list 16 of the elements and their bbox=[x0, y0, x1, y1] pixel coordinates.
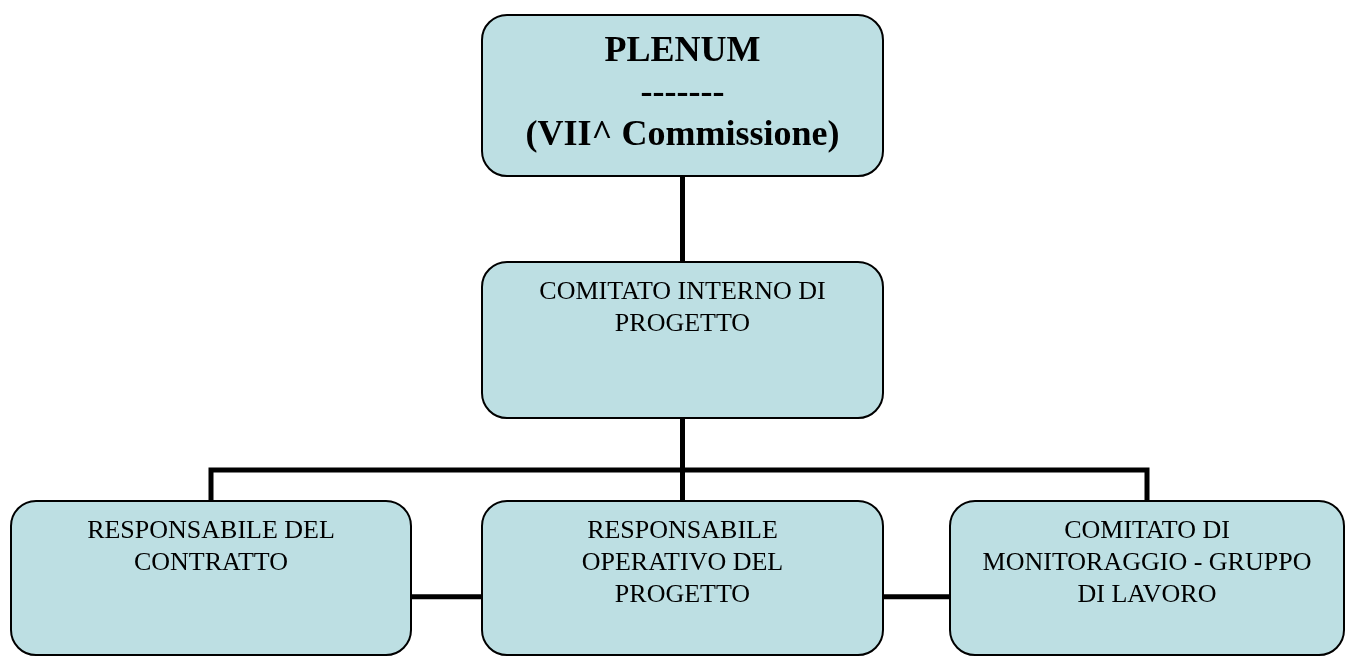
box-heading: ------- bbox=[640, 70, 725, 112]
box-heading: PLENUM bbox=[604, 28, 761, 70]
box-text: COMITATO DI MONITORAGGIO - GRUPPO DI LAVORO bbox=[982, 514, 1312, 610]
org-box bbox=[481, 14, 884, 177]
box-text: RESPONSABILE DEL CONTRATTO bbox=[86, 514, 336, 578]
box-text: RESPONSABILE OPERATIVO DEL PROGETTO bbox=[580, 514, 785, 610]
org-box bbox=[949, 500, 1345, 656]
box-heading: (VII^ Commissione) bbox=[525, 112, 840, 154]
connector-line bbox=[884, 594, 949, 600]
org-box bbox=[10, 500, 412, 656]
connector-line bbox=[680, 177, 685, 261]
org-box bbox=[481, 500, 884, 656]
connector-line bbox=[412, 594, 481, 600]
org-box bbox=[481, 261, 884, 419]
box-text: COMITATO INTERNO DI PROGETTO bbox=[538, 275, 827, 339]
connector-line bbox=[680, 419, 1150, 500]
